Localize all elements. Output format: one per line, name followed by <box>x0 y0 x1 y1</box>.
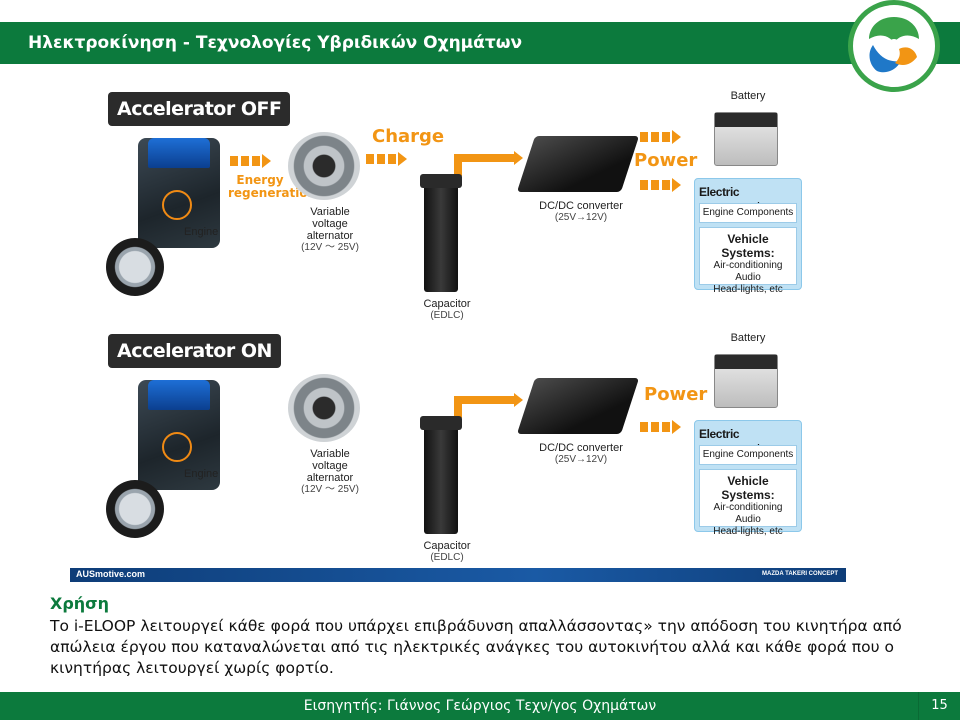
dcdc-converter-label: DC/DC converter (25V→12V) <box>539 200 623 223</box>
slide-footer: Εισηγητής: Γιάννος Γεώργιος Τεχν/γος Οχη… <box>0 692 960 720</box>
image-source-bar: AUSmotive.com MAZDA TAKERI CONCEPT <box>70 568 846 582</box>
content-body: Το i-ELOOP λειτουργεί κάθε φορά που υπάρ… <box>50 617 902 677</box>
engine-label: Engine <box>184 226 219 238</box>
i-eloop-diagram: Accelerator OFF Engine Energy regenerati… <box>70 70 846 584</box>
panel-accelerator-on: Accelerator ON Engine Variable voltage a… <box>70 322 846 564</box>
vehicle-systems-box: Vehicle Systems: Air-conditioning Audio … <box>699 227 797 295</box>
battery-image <box>714 112 778 166</box>
page-number: 15 <box>918 692 960 720</box>
footer-text: Εισηγητής: Γιάννος Γεώργιος Τεχν/γος Οχη… <box>303 698 657 714</box>
source-left: AUSmotive.com <box>76 569 146 579</box>
vehicle-systems-box: Vehicle Systems: Air-conditioning Audio … <box>699 469 797 537</box>
content-title: Χρήση <box>50 594 110 613</box>
power-label: Power <box>634 150 698 171</box>
alternator-image <box>288 374 360 442</box>
electric-components-box: Electric components Engine Components Ve… <box>694 420 802 537</box>
capacitor-image <box>420 416 462 534</box>
capacitor-label: Capacitor (EDLC) <box>423 298 471 321</box>
wheel-image <box>106 480 164 538</box>
dcdc-converter-label: DC/DC converter (25V→12V) <box>539 442 623 465</box>
power-label: Power <box>644 384 708 405</box>
engine-label: Engine <box>184 468 219 480</box>
battery-label: Battery <box>730 90 766 102</box>
engine-image <box>138 138 220 248</box>
accelerator-on-label: Accelerator ON <box>108 334 281 368</box>
institution-logo-icon <box>848 0 940 92</box>
alternator-label: Variable voltage alternator (12V ～ 25V) <box>301 448 359 495</box>
panel-accelerator-off: Accelerator OFF Engine Energy regenerati… <box>70 80 846 322</box>
engine-components-box: Engine Components <box>699 445 797 465</box>
accelerator-off-label: Accelerator OFF <box>108 92 291 126</box>
battery-image <box>714 354 778 408</box>
alternator-label: Variable voltage alternator (12V ～ 25V) <box>301 206 359 253</box>
slide-title: Ηλεκτροκίνηση - Τεχνολογίες Υβριδικών Οχ… <box>28 33 523 53</box>
dcdc-converter-image <box>516 136 640 192</box>
engine-components-box: Engine Components <box>699 203 797 223</box>
alternator-image <box>288 132 360 200</box>
engine-image <box>138 380 220 490</box>
energy-regeneration-label: Energy regeneration <box>228 173 317 200</box>
wheel-image <box>106 238 164 296</box>
capacitor-image <box>420 174 462 292</box>
electric-components-box: Electric components Engine Components Ve… <box>694 178 802 295</box>
capacitor-label: Capacitor (EDLC) <box>423 540 471 563</box>
charge-label: Charge <box>372 126 445 147</box>
source-right: MAZDA TAKERI CONCEPT <box>762 571 838 577</box>
dcdc-converter-image <box>516 378 640 434</box>
content-block: Χρήση Το i-ELOOP λειτουργεί κάθε φορά πο… <box>50 594 930 679</box>
battery-label: Battery <box>730 332 766 344</box>
slide-header: Ηλεκτροκίνηση - Τεχνολογίες Υβριδικών Οχ… <box>0 22 960 64</box>
